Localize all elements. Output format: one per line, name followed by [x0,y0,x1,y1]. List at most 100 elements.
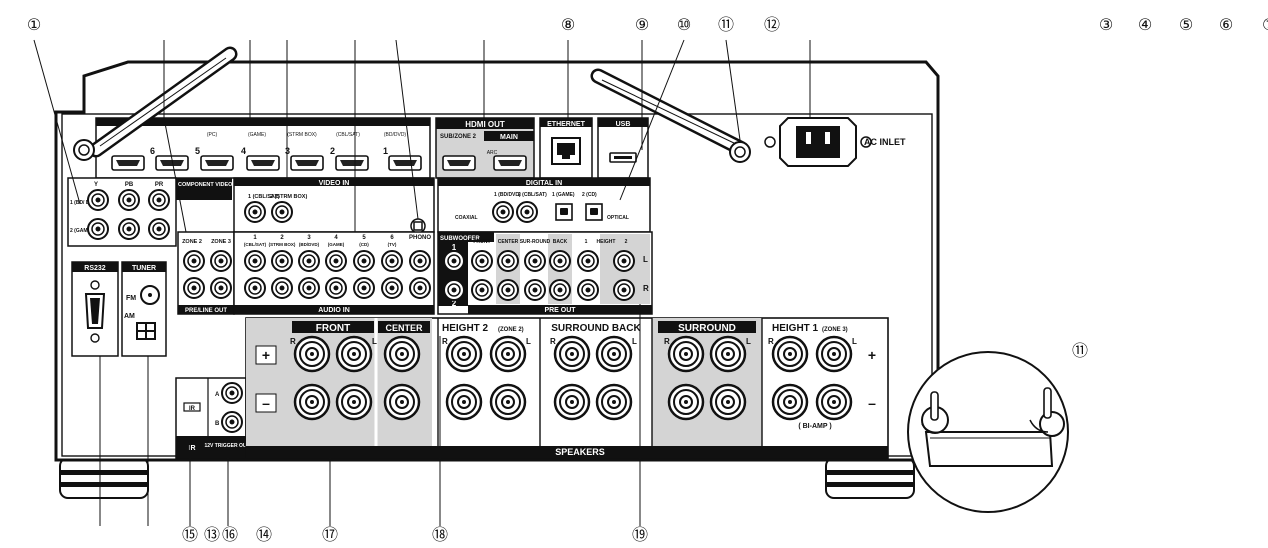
pre-out-jack-L-5[interactable] [613,250,635,272]
speaker-post-minus-4-1[interactable] [709,383,747,421]
speaker-post-plus-2-1[interactable] [489,335,527,373]
ac-inlet[interactable]: AC INLET [764,117,906,167]
speaker-post-minus-3-0[interactable] [553,383,591,421]
ir-jack[interactable] [183,402,201,412]
hdmi-in-port-extra[interactable] [111,155,145,171]
hdmi-in-sublabel-1: (GAME) [248,132,266,138]
hdmi-out-main-port[interactable] [493,155,527,171]
spk-R-5: R [768,337,774,346]
speaker-post-plus-2-0[interactable] [445,335,483,373]
speaker-post-plus-0-1[interactable] [335,335,373,373]
audio-in-jack-R-4[interactable] [353,277,375,299]
audio-in-label-6: PHONO [409,235,431,241]
spk-L-2: L [526,337,531,346]
speaker-post-minus-5-1[interactable] [815,383,853,421]
speaker-post-plus-4-1[interactable] [709,335,747,373]
audio-in-jack-R-1[interactable] [271,277,293,299]
audio-in-jack-R-3[interactable] [325,277,347,299]
hdmi-in-number-2: 2 [330,146,335,156]
speaker-post-minus-5-0[interactable] [771,383,809,421]
hdmi-in-port-4[interactable] [246,155,280,171]
audio-in-label-1: 2 [280,235,284,241]
ethernet-block: ETHERNET [539,117,593,179]
hdmi-in-number-3: 3 [285,146,290,156]
spk-R-2: R [442,337,448,346]
video-in-block: VIDEO IN 1 (CBL/SAT) 2 (STRM BOX) [233,177,435,234]
pre-out-jack-R-0[interactable] [471,279,493,301]
audio-in-jack-L-2[interactable] [298,250,320,272]
audio-in-jack-L-5[interactable] [381,250,403,272]
callout-16: ⑯ [222,525,238,544]
component-title: COMPONENT VIDEO IN [178,182,239,188]
pre-out-jack-R-5[interactable] [613,279,635,301]
digital-optical-label: OPTICAL [607,215,629,221]
spk-R-4: R [664,337,670,346]
audio-in-jack-L-3[interactable] [325,250,347,272]
pre-out-jack-L-4[interactable] [577,250,599,272]
pre-out-jack-L-0[interactable] [471,250,493,272]
audio-in-jack-L-4[interactable] [353,250,375,272]
callout-numbers: ① ⑧ ⑨ ⑩ ⑪ ⑫ ③ ④ ⑤ ⑥ ⑦ ⑪ ⑮ ⑬ ⑯ ⑭ ⑰ ⑱ ⑲ [27,15,1268,544]
coax-label-2: 2 (CBL/SAT) [518,192,547,198]
hdmi-in-number-4: 4 [241,146,246,156]
speaker-post-plus-5-0[interactable] [771,335,809,373]
subwoofer-label: SUBWOOFER [440,236,480,242]
audio-in-jack-R-0[interactable] [244,277,266,299]
digital-in-block: DIGITAL IN COAXIAL OPTICAL 1 (BD/DVD) 2 … [437,177,651,233]
pre-out-jack-R-3[interactable] [549,279,571,301]
hdmi-in-number-5: 5 [195,146,200,156]
speaker-post-minus-1-0[interactable] [383,383,421,421]
audio-in-jack-L-1[interactable] [271,250,293,272]
audio-in-jack-R-5[interactable] [381,277,403,299]
hdmi-out-sub-port[interactable] [442,155,476,171]
hdmi-in-port-5[interactable] [200,155,234,171]
speaker-post-minus-2-1[interactable] [489,383,527,421]
speaker-post-minus-2-0[interactable] [445,383,483,421]
hdmi-in-port-3[interactable] [290,155,324,171]
pre-out-jack-L-2[interactable] [524,250,546,272]
audio-in-sub-3: (GAME) [328,242,345,247]
hdmi-out-main-label: MAIN [500,134,518,141]
speaker-post-plus-3-0[interactable] [553,335,591,373]
pre-out-jack-R-2[interactable] [524,279,546,301]
speaker-post-minus-4-0[interactable] [667,383,705,421]
pre-out-label-5: HEIGHT [597,239,616,245]
pre-out-jack-L-1[interactable] [497,250,519,272]
speaker-post-minus-3-1[interactable] [595,383,633,421]
audio-in-jack-R-6[interactable] [409,277,431,299]
audio-in-sub-5: (TV) [388,242,397,247]
ac-inlet-label: AC INLET [864,137,906,147]
speaker-post-plus-3-1[interactable] [595,335,633,373]
audio-in-sub-1: (STRM BOX) [269,242,296,247]
audio-in-label-5: 6 [390,235,394,241]
pre-line-out-block: ZONE 2 ZONE 3 PRE/LINE OUT [177,231,235,315]
antenna-detail-inset [907,351,1069,513]
audio-in-jack-L-6[interactable] [409,250,431,272]
spk-surround-back-label: SURROUND BACK [551,323,641,334]
audio-in-jack-L-0[interactable] [244,250,266,272]
speaker-post-plus-0-0[interactable] [293,335,331,373]
speaker-post-plus-5-1[interactable] [815,335,853,373]
hdmi-in-sublabel-3: (CBL/SAT) [336,132,360,138]
speaker-post-plus-1-0[interactable] [383,335,421,373]
hdmi-in-port-1[interactable] [388,155,422,171]
pre-out-jack-R-1[interactable] [497,279,519,301]
rs232-label: RS232 [84,265,106,272]
speaker-post-plus-4-0[interactable] [667,335,705,373]
audio-in-jack-R-2[interactable] [298,277,320,299]
ir-trigger-block: IR IR A B 12V TRIGGER OUT [175,377,250,459]
pre-out-jack-R-4[interactable] [577,279,599,301]
pre-out-jack-L-3[interactable] [549,250,571,272]
callout-7: ⑦ [1262,15,1268,34]
usb-block: USB [597,117,649,179]
hdmi-in-port-2[interactable] [335,155,369,171]
speaker-post-minus-0-0[interactable] [293,383,331,421]
spk-L-4: L [746,337,751,346]
coax-label-1: 1 (BD/DVD) [494,192,521,198]
spk-height1-label: HEIGHT 1 [772,323,819,334]
callout-12: ⑫ [764,15,780,34]
subwoofer-1-label: 1 [452,243,457,252]
speaker-post-minus-0-1[interactable] [335,383,373,421]
